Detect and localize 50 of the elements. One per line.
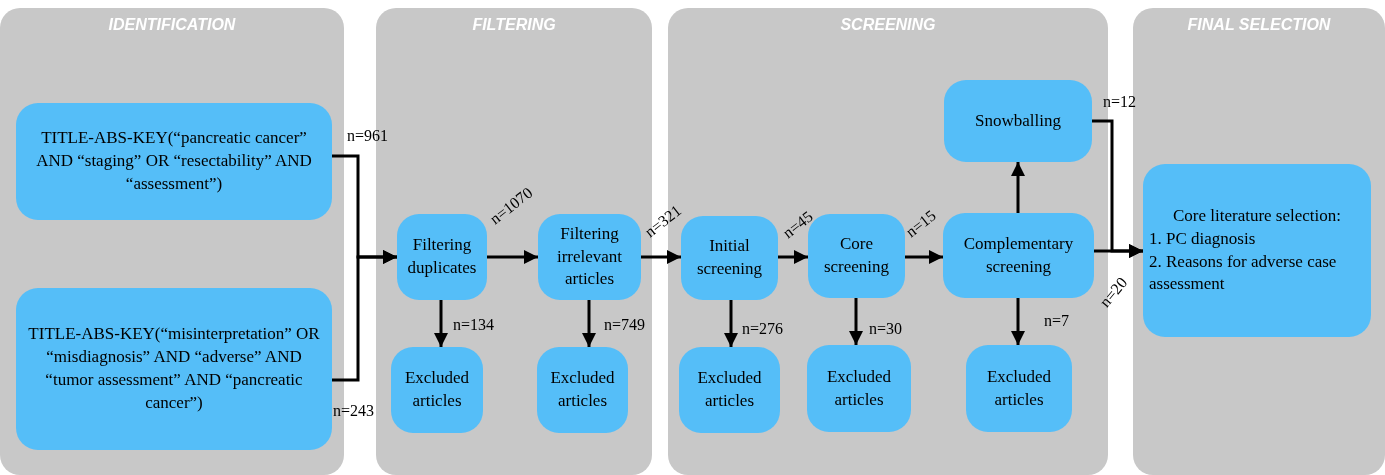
box-text: Complementary screening: [962, 232, 1075, 278]
stage-panel: [1133, 8, 1385, 475]
process-box: [679, 347, 780, 433]
box-text: Filtering duplicates: [406, 234, 478, 279]
box-text: 2. Reasons for adverse case assessment: [1149, 250, 1338, 296]
process-box: [807, 345, 911, 432]
box-text: Core screening: [822, 233, 891, 278]
process-box: [966, 345, 1072, 432]
box-text: 1. PC diagnosis: [1149, 227, 1257, 250]
edge-label: n=961: [347, 127, 389, 145]
edge-label: n=30: [869, 320, 903, 338]
process-box: [391, 347, 483, 433]
arrow: [582, 300, 596, 347]
edge-label: n=243: [333, 402, 375, 420]
process-box: [538, 214, 641, 300]
edge-label: n=749: [604, 316, 646, 334]
arrow: [905, 250, 943, 264]
arrow: [1011, 162, 1025, 213]
box-text: Excluded articles: [825, 365, 893, 411]
arrow: [641, 250, 681, 264]
box-text: Excluded articles: [985, 365, 1053, 411]
box-text: TITLE-ABS-KEY(“pancreatic cancer” AND “staging” OR “resectability” AND “assessment”): [35, 127, 313, 195]
box-text: Excluded articles: [403, 367, 471, 412]
box-text: Core literature selection:: [1172, 204, 1341, 227]
arrow: [724, 300, 738, 347]
box-text: Initial screening: [695, 235, 764, 280]
arrow: [849, 298, 863, 345]
arrow: [778, 250, 808, 264]
process-box: [944, 80, 1092, 162]
process-box: [681, 216, 778, 300]
arrow: [434, 300, 448, 347]
arrow: [487, 250, 538, 264]
edge-label: n=7: [1044, 312, 1070, 330]
process-box: [397, 214, 487, 300]
process-box: [1143, 164, 1371, 337]
edge-label: n=12: [1103, 93, 1137, 111]
arrow: [1094, 244, 1143, 258]
arrow: [1011, 298, 1025, 345]
edge-label: n=276: [742, 320, 784, 338]
box-text: Filtering irrelevant articles: [555, 222, 624, 291]
arrow: [332, 250, 397, 382]
process-box: [537, 347, 628, 433]
box-text: TITLE-ABS-KEY(“misinterpretation” OR “misdiagnosis” AND “adverse” AND “tumor assessment” AND “pancreatic cancer”): [27, 323, 321, 414]
box-text: Snowballing: [975, 109, 1061, 132]
box-text: Excluded articles: [696, 367, 763, 412]
process-box: [943, 213, 1094, 298]
process-box: [16, 288, 332, 450]
box-text: Excluded articles: [549, 367, 616, 412]
process-box: [16, 103, 332, 220]
edge-label: n=134: [453, 316, 495, 334]
